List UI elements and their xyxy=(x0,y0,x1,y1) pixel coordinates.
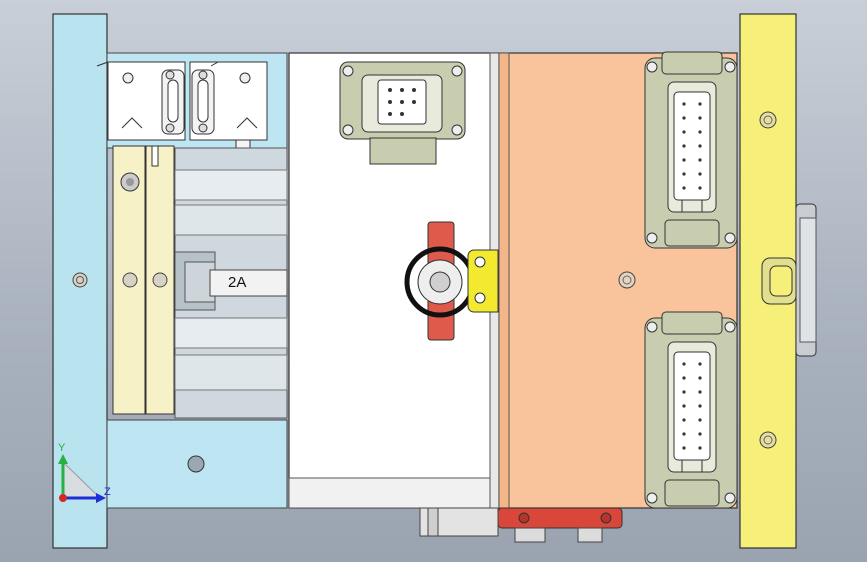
lower-plate-hole xyxy=(187,455,205,473)
cylinder-label-tag xyxy=(209,269,288,297)
cylinder-label: 2A xyxy=(228,274,247,291)
center-connector xyxy=(339,61,466,165)
end-plate-screw-bottom xyxy=(759,431,777,449)
end-plate-handle xyxy=(761,257,797,305)
guide-rail-left xyxy=(112,145,146,415)
end-plate-boss xyxy=(795,203,817,357)
bottom-nozzle xyxy=(419,507,499,537)
end-plate-screw-top xyxy=(759,111,777,129)
red-handwheel xyxy=(404,221,476,341)
right-block-edge xyxy=(498,52,510,509)
right-block-screw xyxy=(618,271,636,289)
lower-right-connector xyxy=(644,311,738,509)
sensor-box-left xyxy=(96,61,186,141)
triad-z-label: Z xyxy=(104,486,111,498)
bottom-red-block xyxy=(497,507,623,543)
center-block-lower xyxy=(288,477,499,509)
left-plate-screw xyxy=(72,272,88,288)
upper-right-connector xyxy=(644,51,738,249)
axis-triad xyxy=(58,454,106,503)
guide-rail-right xyxy=(145,145,175,415)
triad-y-label: Y xyxy=(58,442,66,454)
